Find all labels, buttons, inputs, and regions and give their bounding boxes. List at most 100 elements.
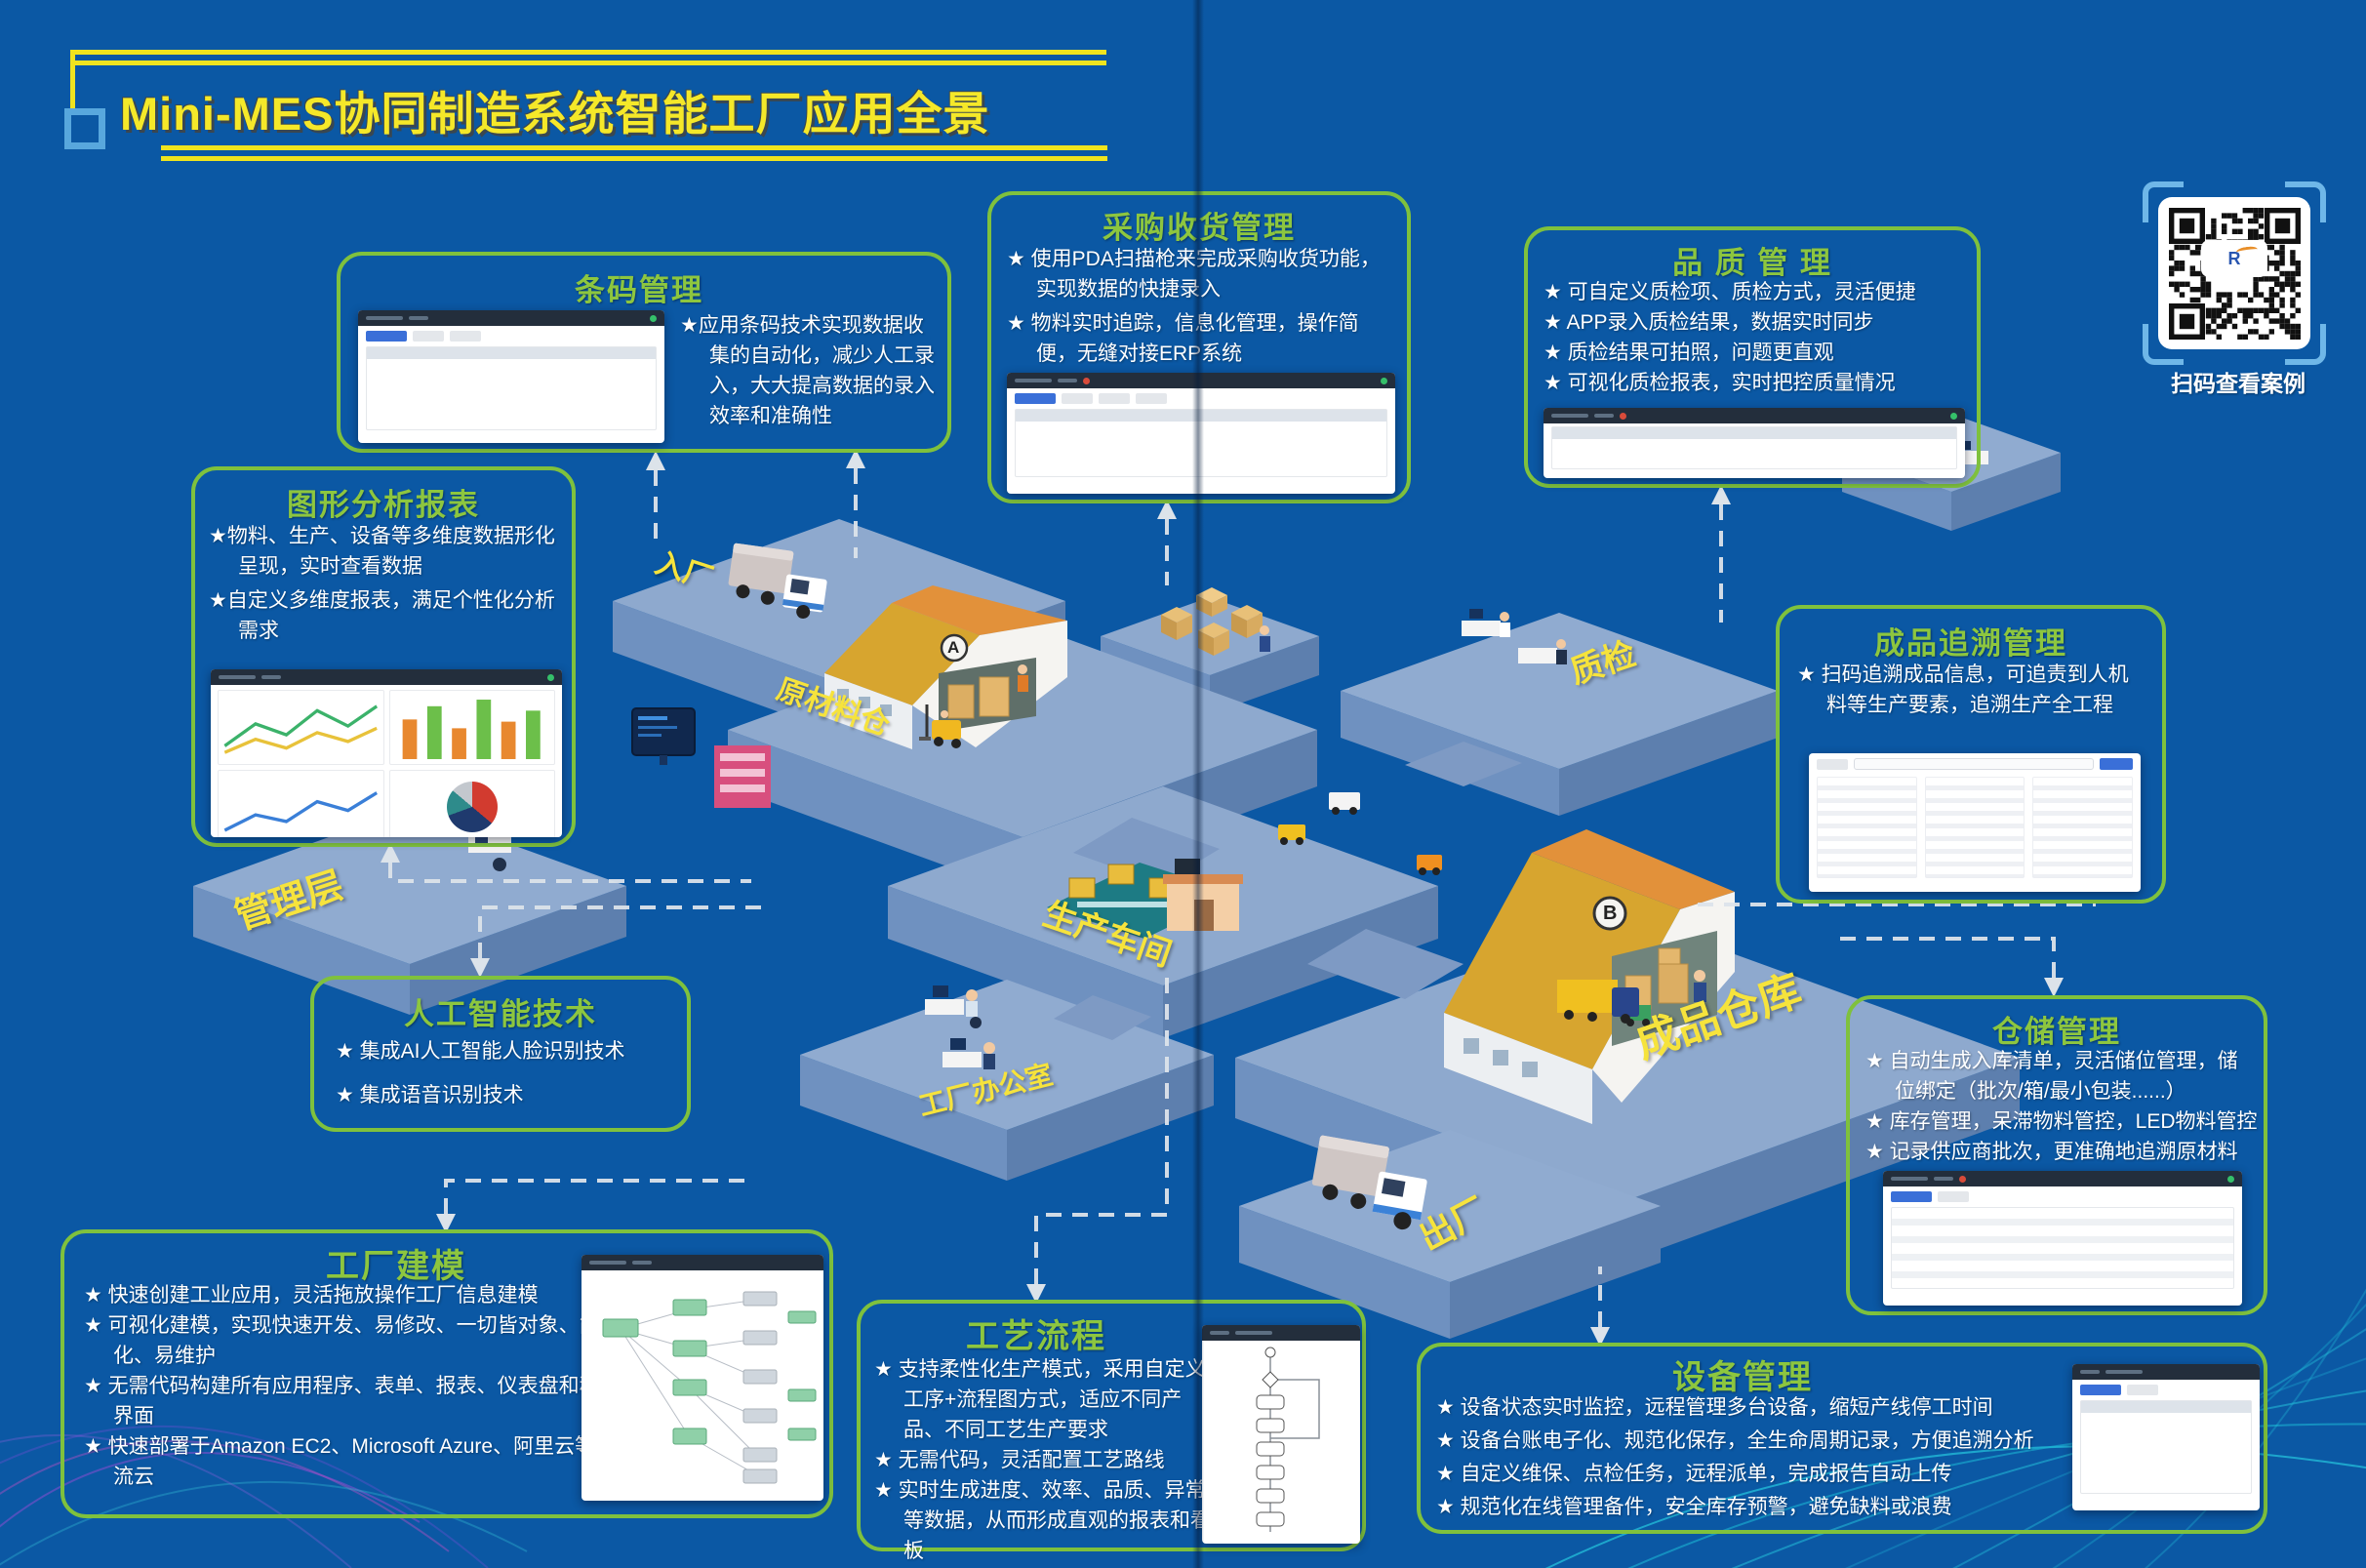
panel-warehouse: 仓储管理 ★ 自动生成入库清单，灵活储位管理，储位绑定（批次/箱/最小包装...… <box>1846 995 2267 1315</box>
label-entry: 入厂 <box>651 546 717 596</box>
title-frame-line <box>70 60 1106 65</box>
qr-corner-bracket <box>2143 324 2184 365</box>
line-chart <box>223 704 379 754</box>
connector-ai <box>478 905 771 958</box>
platform-raw-warehouse <box>728 623 1317 894</box>
label-office: 工厂办公室 <box>915 1059 1057 1122</box>
qr-corner-bracket <box>2143 181 2184 222</box>
title-underline <box>161 145 1107 150</box>
model-node-diagram <box>602 1291 817 1484</box>
pie-chart <box>446 781 498 832</box>
panel-trace: 成品追溯管理 ★ 扫码追溯成品信息，可追责到人机料等生产要素，追溯生产全工程 <box>1776 605 2166 904</box>
panel-report: 图形分析报表 ★物料、生产、设备等多维度数据形化呈现，实时查看数据 ★自定义多维… <box>191 466 576 847</box>
equipment-app-screenshot <box>2072 1364 2260 1510</box>
panel-warehouse-title: 仓储管理 <box>1992 1015 2121 1049</box>
bullet: ★ APP录入质检结果，数据实时同步 <box>1544 311 1874 334</box>
label-exit: 出厂 <box>1412 1189 1494 1259</box>
label-finished-warehouse: 成品仓库 <box>1629 966 1808 1068</box>
bullet: ★ 支持柔性化生产模式，采用自定义工序+流程图方式，适应不同产品、不同工艺生产要… <box>874 1358 1206 1441</box>
bullet: ★ 可视化建模，实现快速开发、易修改、一切皆对象、简化、易维护 <box>84 1314 600 1367</box>
bullet: ★ 设备台账电子化、规范化保存，全生命周期记录，方便追溯分析 <box>1436 1429 2034 1452</box>
panel-ai-title: 人工智能技术 <box>404 997 597 1031</box>
bullet: ★ 自定义维保、点检任务，远程派单，完成报告自动上传 <box>1436 1463 1952 1485</box>
qc-desks <box>1462 609 1567 664</box>
bullet: ★ 可自定义质检项、质检方式，灵活便捷 <box>1544 281 1916 303</box>
page-fold-line <box>1192 0 1204 1568</box>
bullet: ★ 实时生成进度、效率、品质、异常等数据，从而形成直观的报表和看板 <box>874 1479 1211 1562</box>
title-frame-line <box>70 50 1106 55</box>
page-title: Mini-MES协同制造系统智能工厂应用全景 <box>120 88 990 140</box>
management-dashboard-screen <box>631 707 696 765</box>
bullet: ★ 可视化质检报表，实时把控质量情况 <box>1544 372 1896 394</box>
modeling-app-screenshot <box>581 1255 823 1501</box>
qr-code <box>2168 207 2301 340</box>
bullet: ★ 库存管理，呆滞物料管控，LED物料管控 <box>1865 1110 2258 1133</box>
agv-vehicles <box>1278 792 1442 875</box>
bullet: ★ 自动生成入库清单，灵活储位管理，储位绑定（批次/箱/最小包装......） <box>1865 1050 2238 1103</box>
management-rack <box>714 745 771 808</box>
label-qc: 质检 <box>1565 635 1641 692</box>
office-desks <box>925 985 995 1069</box>
bullet: ★ 集成语音识别技术 <box>336 1084 524 1106</box>
title-accent-square <box>64 108 105 149</box>
connector-report <box>388 863 751 883</box>
platform-packages <box>1101 597 1319 714</box>
bullet: ★ 快速部署于Amazon EC2、Microsoft Azure、阿里云等主流… <box>84 1435 617 1488</box>
connector-process <box>1034 971 1169 1284</box>
label-workshop: 生产车间 <box>1038 895 1177 974</box>
bullet: ★ 快速创建工业应用，灵活拖放操作工厂信息建模 <box>84 1284 539 1307</box>
panel-report-title: 图形分析报表 <box>287 488 480 522</box>
panel-barcode: 条码管理 ★应用条码技术实现数据收集的自动化，减少人工录入，大大提高数据的录入效… <box>337 252 951 453</box>
warehouse-app-screenshot <box>1883 1171 2242 1306</box>
process-flow-screenshot <box>1202 1325 1360 1544</box>
panel-process-title: 工艺流程 <box>966 1318 1106 1355</box>
building-b-letter: B <box>1603 903 1618 924</box>
bar-chart <box>402 700 541 759</box>
packages <box>1161 587 1270 656</box>
bullet: ★ 设备状态实时监控，远程管理多台设备，缩短产线停工时间 <box>1436 1396 1993 1419</box>
forklift-icon <box>919 704 961 748</box>
panel-equipment: 设备管理 ★ 设备状态实时监控，远程管理多台设备，缩短产线停工时间 ★ 设备台账… <box>1417 1343 2267 1534</box>
panel-quality: 品 质 管 理 ★ 可自定义质检项、质检方式，灵活便捷 ★ APP录入质检结果，… <box>1524 226 1981 488</box>
panel-quality-title: 品 质 管 理 <box>1672 246 1832 280</box>
qr-logo: R <box>2203 242 2266 275</box>
quality-app-screenshot <box>1544 408 1965 478</box>
title-underline <box>161 156 1107 161</box>
panel-trace-title: 成品追溯管理 <box>1874 626 2067 661</box>
qr-corner-bracket <box>2285 181 2326 222</box>
line-chart <box>223 790 378 831</box>
building-a-letter: A <box>947 638 960 657</box>
qr-logo-swoosh-icon <box>2235 245 2259 257</box>
qr-caption: 扫码查看案例 <box>2171 371 2306 396</box>
label-raw-warehouse: 原材料仓 <box>772 673 894 743</box>
bullet: ★ 记录供应商批次，更准确地追溯原材料 <box>1865 1141 2238 1163</box>
bullet: ★ 无需代码构建所有应用程序、表单、报表、仪表盘和移动界面 <box>84 1375 621 1427</box>
bullet: ★自定义多维度报表，满足个性化分析需求 <box>209 589 555 642</box>
qr-logo-letter: R <box>2227 248 2241 268</box>
panel-modeling-title: 工厂建模 <box>326 1248 466 1285</box>
connector-warehouse <box>1832 937 2056 978</box>
panel-ai: 人工智能技术 ★ 集成AI人工智能人脸识别技术 ★ 集成语音识别技术 <box>310 976 691 1132</box>
platform-qc <box>1341 613 1778 816</box>
bullet: ★ 集成AI人工智能人脸识别技术 <box>336 1040 625 1063</box>
bullet: ★ 质检结果可拍照，问题更直观 <box>1544 342 1834 364</box>
flowchart <box>1256 1347 1320 1532</box>
platform-workshop <box>888 786 1438 1038</box>
bullet: ★ 扫码追溯成品信息，可追责到人机料等生产要素，追溯生产全工程 <box>1797 663 2129 716</box>
panel-process: 工艺流程 ★ 支持柔性化生产模式，采用自定义工序+流程图方式，适应不同产品、不同… <box>857 1300 1366 1562</box>
connector-modeling <box>444 1179 751 1214</box>
title-frame-line <box>70 50 75 112</box>
label-management: 管理层 <box>229 864 349 939</box>
qr-corner-bracket <box>2285 324 2326 365</box>
report-dashboard-screenshot <box>211 669 562 837</box>
warehouse-b-truck <box>1557 980 1639 1024</box>
barcode-app-screenshot <box>358 310 664 443</box>
panel-modeling: 工厂建模 ★ 快速创建工业应用，灵活拖放操作工厂信息建模 ★ 可视化建模，实现快… <box>60 1229 833 1518</box>
warehouse-b-building <box>1444 829 1735 1124</box>
trace-app-screenshot <box>1809 753 2141 892</box>
platform-ramps <box>859 652 1522 1040</box>
bullet: ★应用条码技术实现数据收集的自动化，减少人工录入，大大提高数据的录入效率和准确性 <box>680 314 935 427</box>
bullet: ★ 物料实时追踪，信息化管理，操作简便，无缝对接ERP系统 <box>1007 312 1359 365</box>
entry-truck <box>728 543 827 619</box>
bullet: ★ 规范化在线管理备件，安全库存预警，避免缺料或浪费 <box>1436 1496 1952 1518</box>
